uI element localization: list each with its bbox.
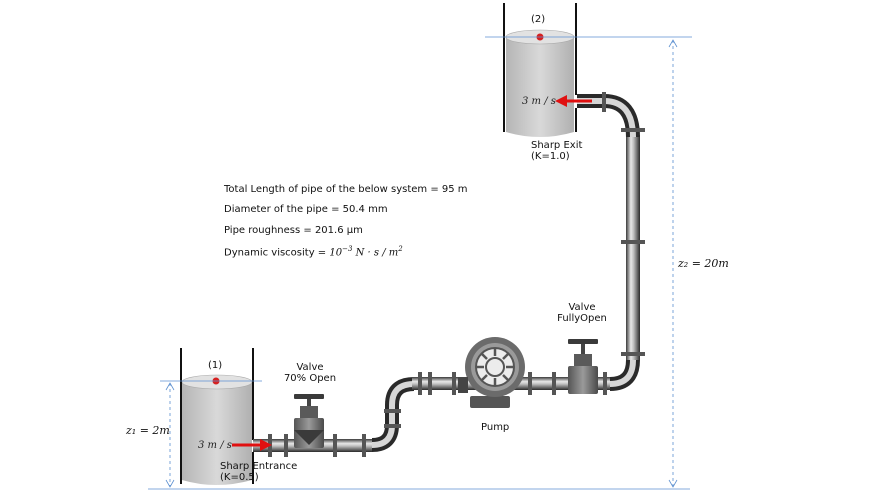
valve-fully-open xyxy=(568,339,598,394)
pipe-length-spec: Total Length of pipe of the below system… xyxy=(224,184,468,195)
viscosity-unit-exponent: 2 xyxy=(398,245,403,253)
z2-label: z₂ = 20m xyxy=(678,257,729,270)
viscosity-unit: N · s / m xyxy=(352,247,399,259)
pump xyxy=(458,337,525,408)
pipe-roughness-spec: Pipe roughness = 201.6 μm xyxy=(224,225,363,236)
exit-label-line2: (K=1.0) xyxy=(531,151,570,162)
entrance-label-line2: (K=0.5) xyxy=(220,472,259,483)
dimension-lines xyxy=(148,36,692,490)
viscosity-value: 10 xyxy=(329,247,343,259)
exit-label-line1: Sharp Exit xyxy=(531,140,583,151)
pipe-network xyxy=(253,92,645,457)
valve-full-label-line1: Valve xyxy=(568,302,596,313)
exit-speed: 3 m / s xyxy=(522,96,556,107)
valve-70-label: Valve 70% Open xyxy=(282,362,338,384)
exit-label: Sharp Exit (K=1.0) xyxy=(531,140,582,162)
z1-label: z₁ = 2m xyxy=(126,424,170,437)
flow-arrow-entrance xyxy=(232,439,272,451)
valve-full-label-line2: FullyOpen xyxy=(557,313,607,324)
valve-70-percent xyxy=(294,394,324,448)
viscosity-exponent: −3 xyxy=(342,245,353,253)
tank-1-label: (1) xyxy=(208,360,223,371)
valve-full-label: Valve FullyOpen xyxy=(552,302,612,324)
valve-70-label-line2: 70% Open xyxy=(283,373,337,384)
entrance-label-line1: Sharp Entrance xyxy=(220,461,298,472)
flow-arrow-exit xyxy=(555,95,592,107)
valve-70-label-line1: Valve xyxy=(296,362,324,373)
tank-1 xyxy=(180,348,254,485)
viscosity-prefix: Dynamic viscosity = xyxy=(224,247,330,259)
pump-label: Pump xyxy=(481,422,510,433)
tank-2-label: (2) xyxy=(531,14,546,25)
pipe-diameter-spec: Diameter of the pipe = 50.4 mm xyxy=(224,204,388,215)
entrance-speed: 3 m / s xyxy=(198,440,232,451)
entrance-label: Sharp Entrance (K=0.5) xyxy=(220,461,297,483)
viscosity-spec: Dynamic viscosity = 10−3 N · s / m2 xyxy=(224,245,403,258)
